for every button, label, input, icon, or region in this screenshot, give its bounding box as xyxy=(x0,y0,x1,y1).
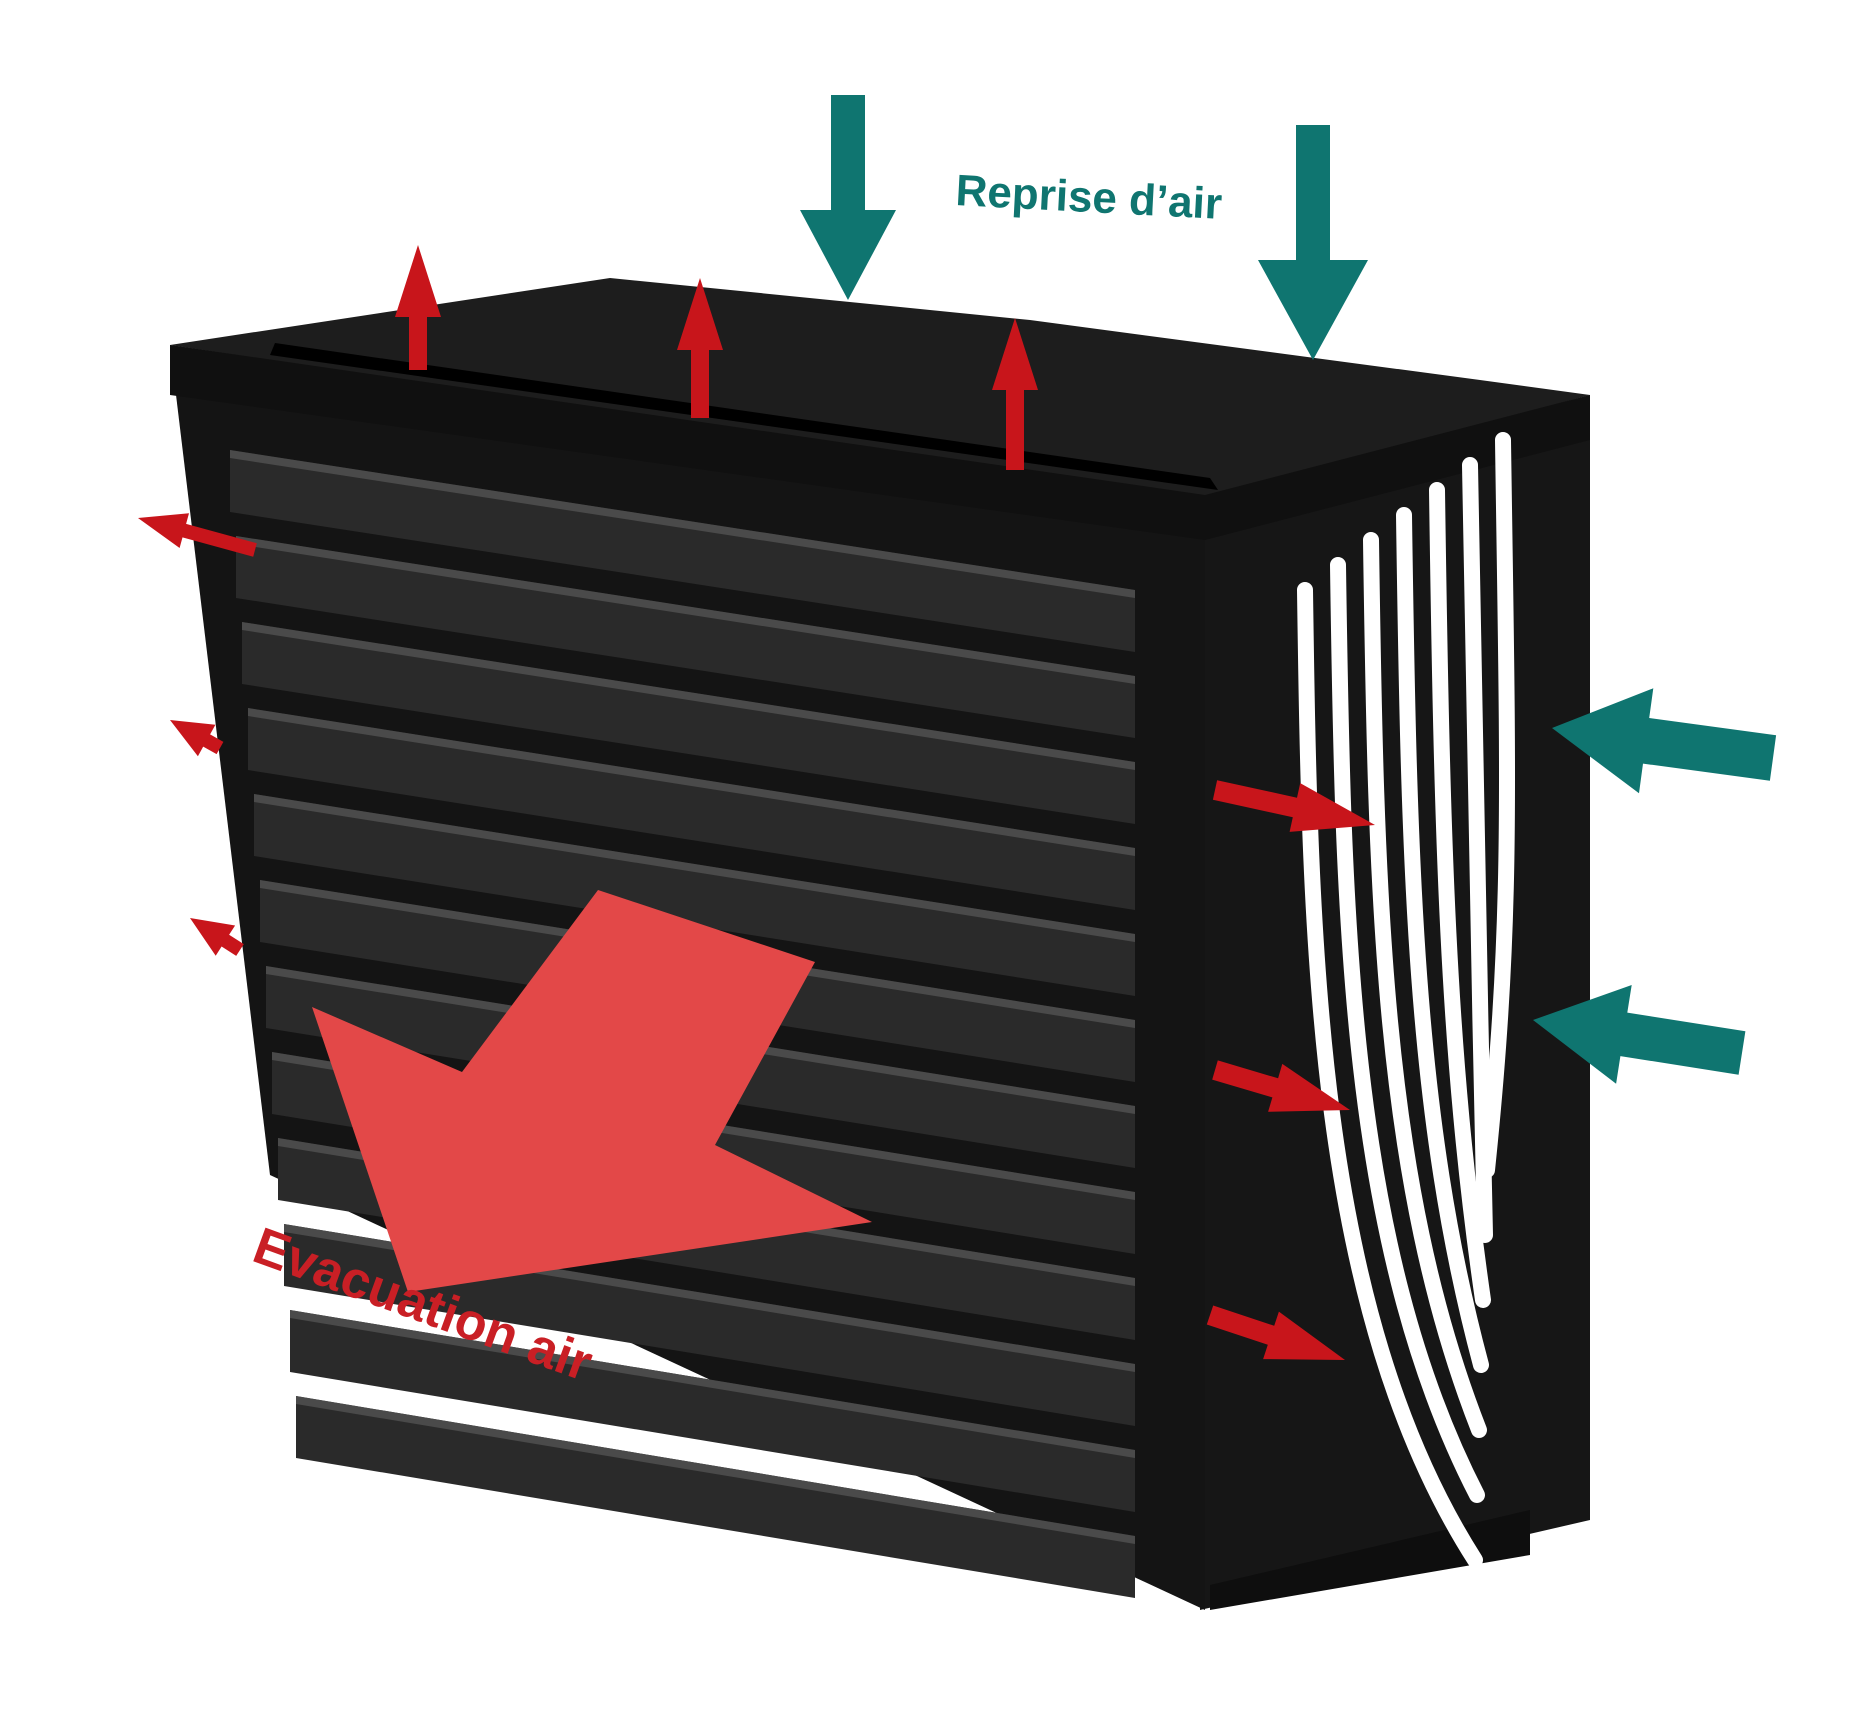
red-arrow-icon xyxy=(992,318,1038,470)
side-bottom-rail xyxy=(1210,1510,1530,1610)
side-vent-slit xyxy=(1429,482,1491,1308)
red-arrow-icon xyxy=(395,245,441,370)
red-arrow-icon xyxy=(1206,1305,1345,1360)
red-arrow-icon xyxy=(138,513,257,557)
side-vent-slit xyxy=(1479,432,1516,1178)
red-arrow-icon xyxy=(1212,780,1375,832)
louver-slat xyxy=(290,1310,1135,1512)
louver-slat xyxy=(236,536,1135,738)
red-arrow-icon xyxy=(1212,1060,1350,1112)
louver-slat xyxy=(242,622,1135,824)
top-lid-edge xyxy=(170,345,1590,540)
intake-arrows xyxy=(800,95,1777,1084)
intake-label: Reprise d’air xyxy=(954,166,1223,229)
top-vent-slot xyxy=(270,343,1218,490)
side-vent-slit xyxy=(1297,582,1483,1568)
side-vent-slit xyxy=(1396,507,1489,1373)
teal-arrow-icon xyxy=(1533,985,1746,1084)
louver-slat xyxy=(296,1396,1135,1598)
red-arrow-icon xyxy=(312,890,872,1292)
side-curved-vents xyxy=(1297,432,1516,1568)
red-arrow-icon xyxy=(190,918,244,956)
exhaust-small-arrows xyxy=(138,245,1375,1360)
teal-arrow-icon xyxy=(1258,125,1368,360)
louver-slat xyxy=(230,450,1135,652)
louver-slat xyxy=(248,708,1135,910)
side-vent-slit xyxy=(1363,532,1487,1438)
red-arrow-icon xyxy=(170,720,224,757)
top-lid xyxy=(170,278,1590,500)
louver-slat xyxy=(254,794,1135,996)
teal-arrow-icon xyxy=(800,95,896,300)
side-vent-slit xyxy=(1330,557,1485,1503)
teal-arrow-icon xyxy=(1552,688,1777,794)
red-arrow-icon xyxy=(677,278,723,418)
